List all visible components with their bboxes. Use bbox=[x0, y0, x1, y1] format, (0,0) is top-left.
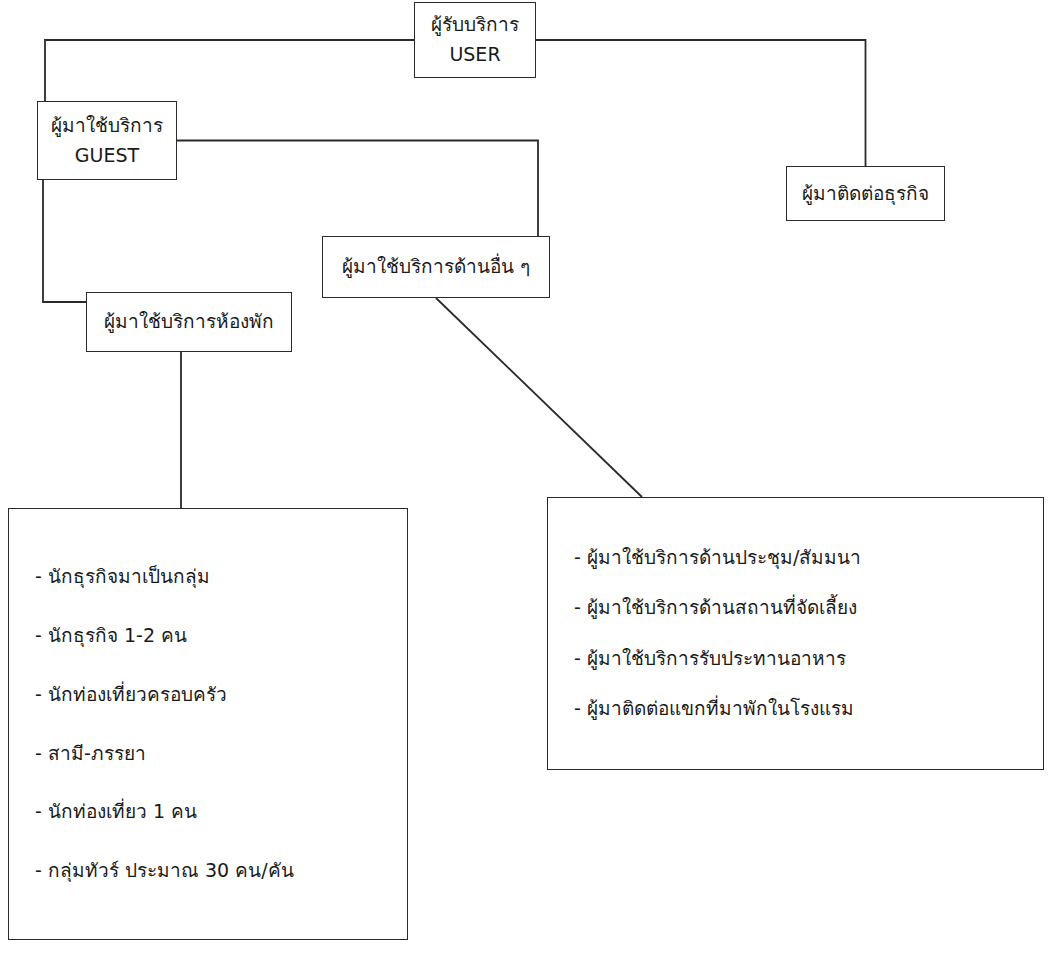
room-guest-list: - นักธุรกิจมาเป็นกลุ่ม - นักธุรกิจ 1-2 คน… bbox=[8, 508, 408, 940]
box-label: ผู้มาติดต่อธุรกิจ bbox=[801, 181, 930, 207]
connector-line bbox=[436, 298, 642, 497]
list-item: - กลุ่มทัวร์ ประมาณ 30 คน/คัน bbox=[35, 858, 381, 884]
list-item: - นักธุรกิจ 1-2 คน bbox=[35, 623, 381, 649]
connector-line bbox=[43, 180, 86, 302]
connector-line bbox=[177, 141, 538, 237]
list-item: - นักท่องเที่ยว 1 คน bbox=[35, 799, 381, 825]
other-service-box: ผู้มาใช้บริการด้านอื่น ๆ bbox=[322, 236, 550, 298]
list-item: - ผู้มาติดต่อแขกที่มาพักในโรงแรม bbox=[574, 696, 1017, 722]
other-guest-list: - ผู้มาใช้บริการด้านประชุม/สัมมนา - ผู้มา… bbox=[547, 497, 1044, 770]
list-item: - นักธุรกิจมาเป็นกลุ่ม bbox=[35, 564, 381, 590]
box-label: GUEST bbox=[50, 143, 164, 169]
box-label: ผู้มาใช้บริการห้องพัก bbox=[103, 309, 275, 335]
list-item: - สามี-ภรรยา bbox=[35, 741, 381, 767]
list-item: - ผู้มาใช้บริการรับประทานอาหาร bbox=[574, 646, 1017, 672]
box-label: USER bbox=[427, 42, 523, 68]
user-box: ผู้รับบริการ USER bbox=[414, 2, 536, 78]
room-service-box: ผู้มาใช้บริการห้องพัก bbox=[86, 292, 292, 352]
box-label: ผู้มาใช้บริการ bbox=[50, 113, 164, 139]
list-item: - ผู้มาใช้บริการด้านประชุม/สัมมนา bbox=[574, 545, 1017, 571]
business-box: ผู้มาติดต่อธุรกิจ bbox=[786, 166, 945, 221]
connector-line bbox=[45, 40, 414, 101]
connector-line bbox=[180, 352, 182, 508]
box-label: ผู้มาใช้บริการด้านอื่น ๆ bbox=[339, 254, 533, 280]
box-label: ผู้รับบริการ bbox=[427, 12, 523, 38]
list-item: - นักท่องเที่ยวครอบครัว bbox=[35, 682, 381, 708]
list-item: - ผู้มาใช้บริการด้านสถานที่จัดเลี้ยง bbox=[574, 595, 1017, 621]
guest-box: ผู้มาใช้บริการ GUEST bbox=[37, 101, 177, 180]
connector-line bbox=[536, 40, 866, 166]
